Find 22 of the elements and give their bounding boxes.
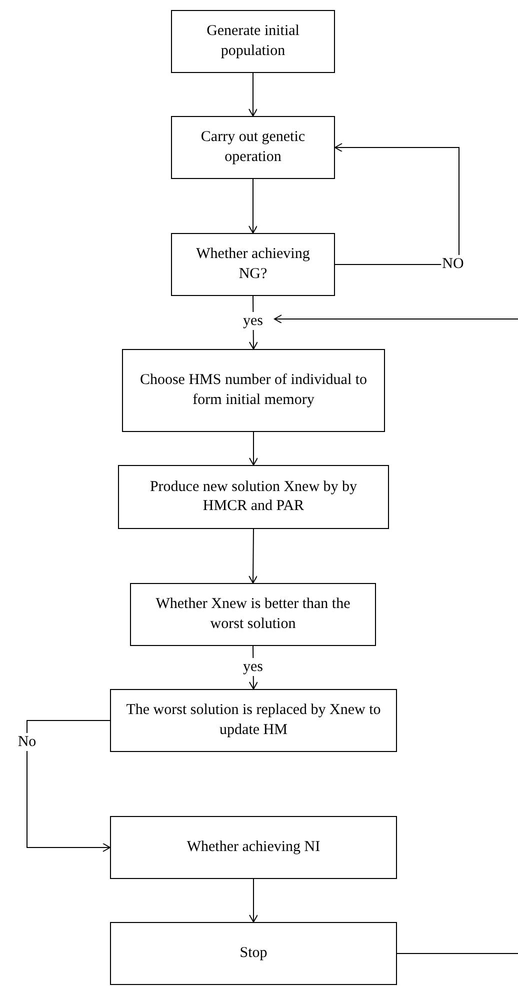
edge-label: yes xyxy=(242,312,264,330)
arrow xyxy=(26,720,110,852)
process-box: Whether achieving NG? xyxy=(171,233,335,296)
process-box: Generate initial population xyxy=(171,10,335,73)
arrow xyxy=(249,878,258,922)
arrow xyxy=(248,72,258,116)
process-box: Whether achieving NI xyxy=(110,816,397,879)
process-box: Whether Xnew is better than the worst solution xyxy=(130,583,376,646)
arrow xyxy=(248,296,258,350)
process-box: Stop xyxy=(110,922,397,985)
edge-label: No xyxy=(16,733,38,751)
process-box: Produce new solution Xnew by by HMCR and PAR xyxy=(118,465,389,529)
edge-label: yes xyxy=(242,658,264,676)
arrow xyxy=(334,143,460,265)
process-box: Choose HMS number of individual to form initial memory xyxy=(122,349,385,432)
arrow xyxy=(248,528,258,584)
arrow xyxy=(248,646,258,690)
arrow xyxy=(274,314,518,324)
arrow xyxy=(249,432,258,466)
process-box: Carry out genetic operation xyxy=(171,116,335,179)
arrow xyxy=(248,178,258,234)
process-box: The worst solution is replaced by Xnew to update HM xyxy=(110,689,397,752)
